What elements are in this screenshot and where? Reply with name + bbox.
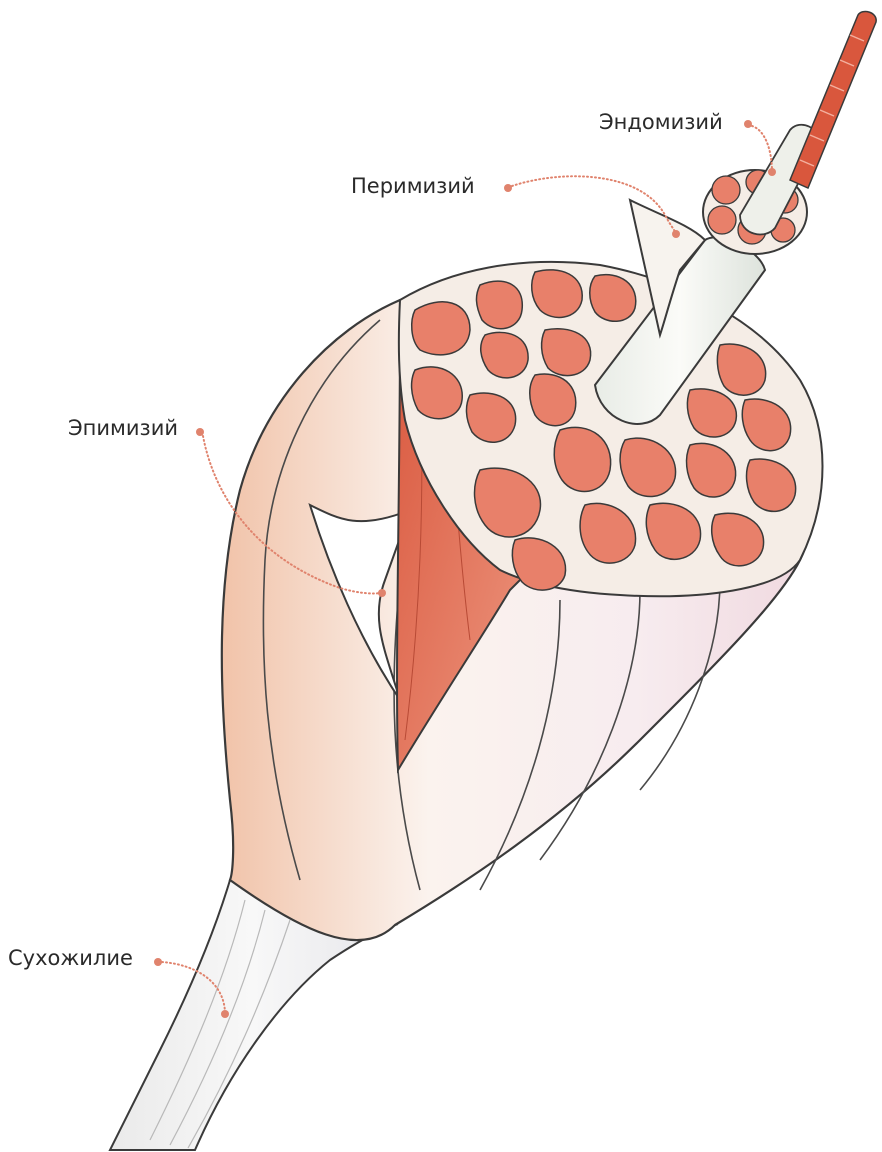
label-epimysium: Эпимизий bbox=[68, 418, 178, 439]
leader-endomysium bbox=[744, 120, 776, 176]
label-endomysium: Эндомизий bbox=[599, 112, 723, 133]
label-perimysium: Перимизий bbox=[351, 176, 475, 197]
label-tendon: Сухожилие bbox=[8, 948, 133, 969]
